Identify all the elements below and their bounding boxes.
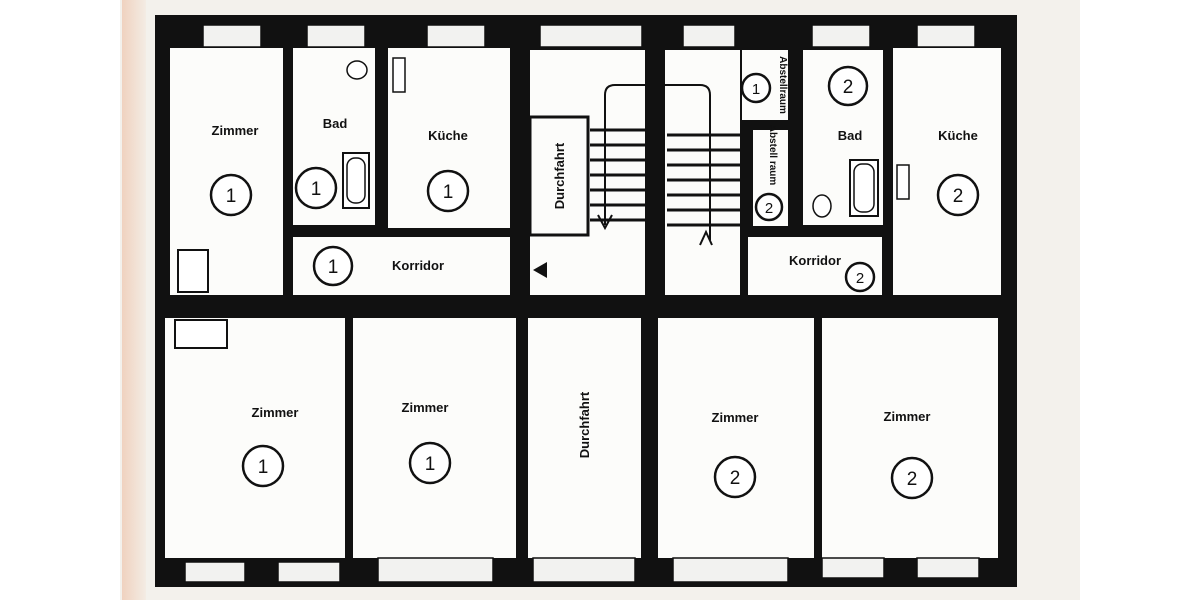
room-kueche-2 xyxy=(893,48,1001,295)
unit-number: 1 xyxy=(226,186,237,207)
label-abstellraum: Abstell raum xyxy=(767,125,778,186)
label-zimmer: Zimmer xyxy=(402,400,449,415)
unit-number: 2 xyxy=(907,469,918,490)
label-durchfahrt: Durchfahrt xyxy=(552,142,567,209)
label-korridor: Korridor xyxy=(392,258,444,273)
unit-number: 1 xyxy=(752,81,760,98)
unit-number: 2 xyxy=(856,270,864,287)
room-zimmer-1-a xyxy=(165,318,345,558)
toilet-icon xyxy=(346,60,368,80)
arrow-up-icon xyxy=(699,229,713,246)
unit-number: 1 xyxy=(443,182,454,203)
label-zimmer: Zimmer xyxy=(212,123,259,138)
durchfahrt-box xyxy=(528,115,590,237)
label-korridor: Korridor xyxy=(789,253,841,268)
label-abstellraum: Abstellraum xyxy=(777,56,788,114)
label-zimmer: Zimmer xyxy=(884,409,931,424)
label-kueche: Küche xyxy=(428,128,468,143)
stove-icon xyxy=(177,249,209,293)
room-zimmer-2-b xyxy=(822,318,998,558)
unit-number: 1 xyxy=(258,457,269,478)
label-durchfahrt: Durchfahrt xyxy=(577,391,592,458)
stove-icon xyxy=(392,57,406,93)
stove-icon xyxy=(174,319,228,349)
room-stairwell-right xyxy=(665,50,740,295)
label-bad: Bad xyxy=(838,128,863,143)
room-zimmer-1-b xyxy=(353,318,516,558)
room-zimmer-2-a xyxy=(658,318,814,558)
arrow-down-icon xyxy=(597,214,613,231)
toilet-icon xyxy=(812,194,832,218)
label-zimmer: Zimmer xyxy=(712,410,759,425)
room-durchfahrt xyxy=(528,318,641,558)
room-labels: Zimmer 1 Bad 1 Küche 1 Durchfahrt Abstel… xyxy=(209,56,980,500)
unit-number: 1 xyxy=(311,179,322,200)
label-bad: Bad xyxy=(323,116,348,131)
unit-number: 2 xyxy=(843,77,854,98)
windows xyxy=(184,24,980,583)
paper-edge xyxy=(122,0,146,600)
label-zimmer: Zimmer xyxy=(252,405,299,420)
staircase xyxy=(533,84,740,585)
label-kueche: Küche xyxy=(938,128,978,143)
unit-number: 1 xyxy=(328,257,339,278)
unit-number: 2 xyxy=(765,200,773,217)
unit-number: 1 xyxy=(425,454,436,475)
unit-number: 2 xyxy=(730,468,741,489)
stove-icon xyxy=(896,164,910,200)
fixtures xyxy=(174,57,910,349)
entrance-arrow-icon xyxy=(533,262,547,278)
unit-number: 2 xyxy=(953,186,964,207)
